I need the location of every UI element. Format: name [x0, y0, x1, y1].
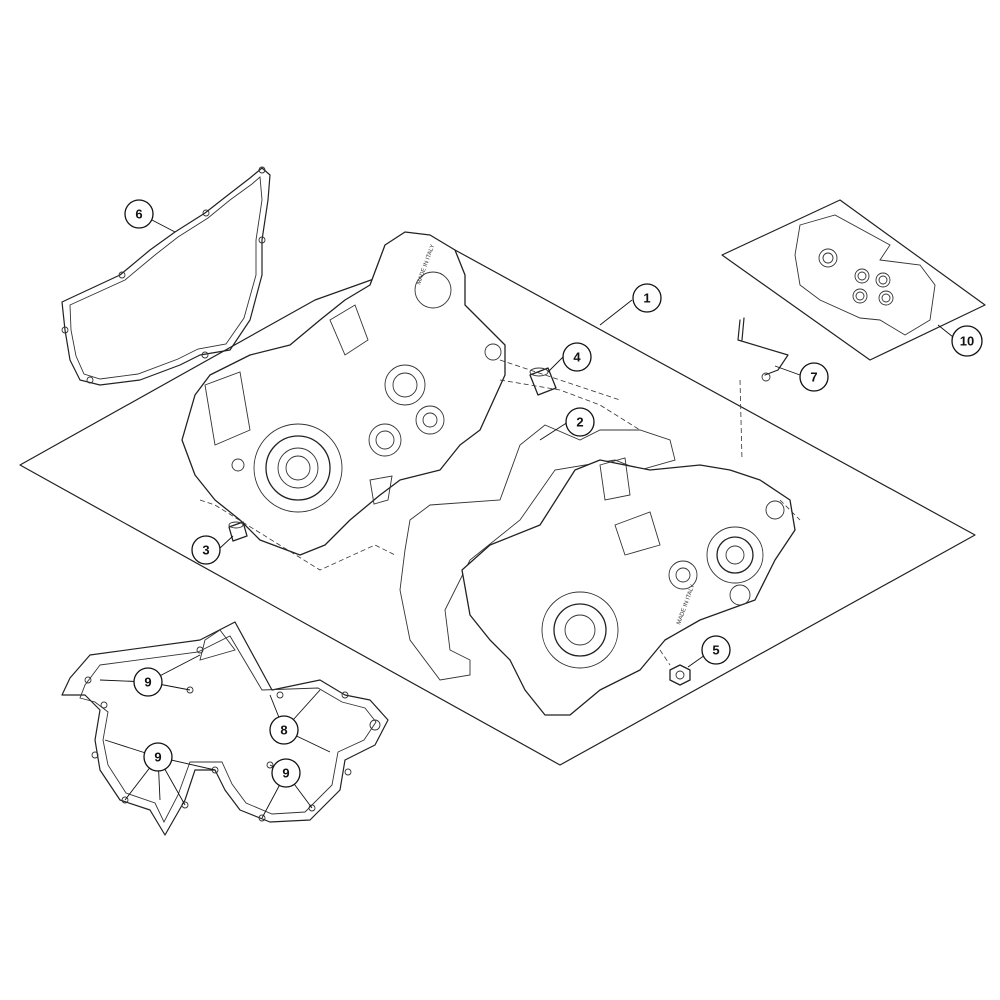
callout-9c-label: 9	[282, 766, 289, 781]
left-crankcase-half: MADE IN ITALY	[181, 231, 506, 556]
assembly-guide-lines	[199, 359, 801, 666]
wire-clip-7	[737, 317, 789, 382]
bushing-4	[529, 367, 557, 396]
callout-8: 8	[269, 715, 299, 745]
callout-1-label: 1	[643, 291, 650, 306]
callout-9b: 9	[143, 742, 173, 772]
dowel-sleeve-3	[228, 521, 248, 542]
callout-6: 6	[124, 199, 154, 229]
gasket-set-sheet	[721, 199, 986, 361]
callout-2: 2	[565, 407, 595, 437]
callout-9c: 9	[271, 758, 301, 788]
callout-5-label: 5	[712, 643, 719, 658]
clutch-cover-gasket	[61, 166, 271, 386]
callout-3: 3	[191, 535, 221, 565]
lower-gasket	[61, 621, 389, 836]
callout-leaders	[99, 219, 954, 819]
callout-3-label: 3	[202, 543, 209, 558]
callout-8-label: 8	[280, 723, 287, 738]
callout-1: 1	[632, 283, 662, 313]
callout-2-label: 2	[576, 415, 583, 430]
callout-9a-label: 9	[144, 675, 151, 690]
callout-9a: 9	[133, 667, 163, 697]
right-crankcase-half: MADE IN ITALY	[399, 424, 796, 716]
callout-4: 4	[562, 342, 592, 372]
callout-4-label: 4	[573, 350, 581, 365]
callout-10-label: 10	[960, 334, 974, 349]
assembly-boundary-1	[19, 249, 976, 766]
callout-9b-label: 9	[154, 750, 161, 765]
callout-7-label: 7	[810, 370, 817, 385]
callout-10: 10	[951, 325, 983, 357]
nut-5	[669, 664, 691, 686]
callout-5: 5	[701, 635, 731, 665]
callout-7: 7	[799, 362, 829, 392]
callout-6-label: 6	[135, 207, 142, 222]
